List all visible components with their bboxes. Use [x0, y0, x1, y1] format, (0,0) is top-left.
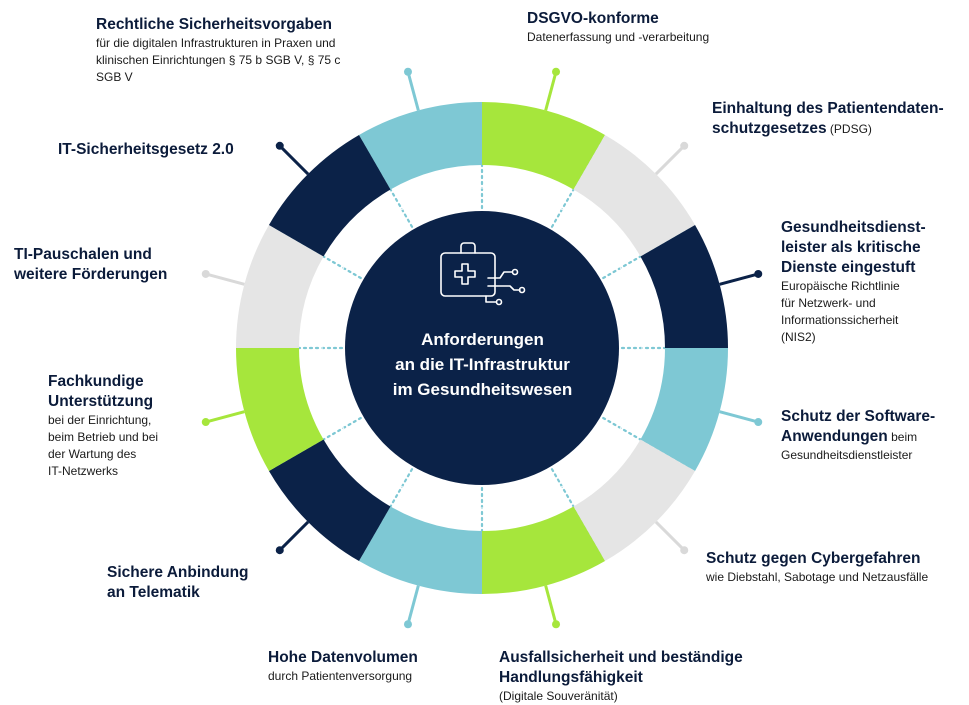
leader-line	[544, 585, 558, 625]
leader-line	[406, 585, 420, 625]
label-sub: (Digitale Souveränität)	[499, 689, 618, 703]
leader-dot	[552, 620, 561, 629]
label-sub: Datenerfassung und -verarbeitung	[527, 30, 710, 44]
label-sub: für Netzwerk- und	[781, 296, 876, 310]
label-sub: der Wartung des	[48, 447, 137, 461]
leader-line	[654, 520, 686, 552]
label-rechtliche-sicherheitsvorgaben: Rechtliche Sicherheitsvorgaben für die d…	[96, 15, 396, 86]
seg-navy-bottom-left	[268, 439, 391, 562]
label-dsgvo: DSGVO-konforme Datenerfassung und -verar…	[527, 9, 787, 46]
leader-line	[719, 410, 759, 424]
leader-line	[205, 272, 245, 286]
leader-line	[719, 272, 759, 286]
inner-gap-ring	[321, 187, 643, 509]
leader-dot	[552, 67, 561, 76]
label-sub: SGB V	[96, 70, 133, 84]
label-title: Gesundheitsdienst-	[781, 219, 926, 236]
center-circle	[345, 211, 619, 485]
label-sub: wie Diebstahl, Sabotage und Netzausfälle	[706, 570, 929, 584]
label-sub: IT-Netzwerks	[48, 464, 119, 478]
label-title: DSGVO-konforme	[527, 10, 659, 27]
label-sub: (NIS2)	[781, 330, 816, 344]
label-title: TI-Pauschalen und	[14, 246, 152, 263]
leader-dot	[201, 418, 210, 427]
label-sub: durch Patientenversorgung	[268, 669, 413, 683]
label-datenvolumen: Hohe Datenvolumen durch Patientenversorg…	[268, 648, 468, 685]
leader-line	[278, 520, 310, 552]
label-title: Anwendungen	[781, 428, 888, 445]
leader-line	[544, 71, 558, 111]
label-pdsg: Einhaltung des Patientendaten- schutzges…	[712, 99, 967, 139]
center-title-line-2: an die IT-Infrastruktur	[395, 355, 570, 374]
label-inline-sub: (PDSG)	[829, 122, 872, 136]
label-sub: klinischen Einrichtungen § 75 b SGB V, §…	[96, 53, 341, 67]
label-title: an Telematik	[107, 584, 200, 601]
label-title: Unterstützung	[48, 393, 154, 410]
label-title: Hohe Datenvolumen	[268, 649, 418, 666]
label-software-schutz: Schutz der Software- Anwendungen beim Ge…	[781, 407, 966, 464]
label-title: Dienste eingestuft	[781, 259, 916, 276]
label-title: Handlungsfähigkeit	[499, 669, 643, 686]
leader-line	[205, 410, 245, 424]
label-title: leister als kritische	[781, 239, 921, 256]
seg-navy-right	[640, 225, 728, 348]
label-inline-sub: beim	[891, 430, 918, 444]
label-ti-pauschalen: TI-Pauschalen und weitere Förderungen	[14, 245, 194, 285]
leader-line	[654, 144, 686, 176]
leader-dot	[275, 546, 284, 555]
medical-case-circuit-icon	[440, 242, 526, 306]
label-title: Ausfallsicherheit und beständige	[499, 649, 743, 666]
seg-lime-bottom	[482, 506, 605, 594]
seg-grey-left	[236, 225, 324, 348]
seg-teal-top-left	[359, 102, 482, 190]
label-cybergefahren: Schutz gegen Cybergefahren wie Diebstahl…	[706, 549, 966, 586]
label-fachkundige-unterstuetzung: Fachkundige Unterstützung bei der Einric…	[48, 372, 198, 480]
seg-grey-bottom-right	[573, 439, 696, 562]
label-sub: Europäische Richtlinie	[781, 279, 900, 293]
label-title: Schutz gegen Cybergefahren	[706, 550, 921, 567]
label-sub: beim Betrieb und bei	[48, 430, 159, 444]
label-title: Fachkundige	[48, 373, 144, 390]
leader-line	[406, 71, 420, 111]
leader-dot	[680, 141, 689, 150]
label-telematik: Sichere Anbindung an Telematik	[107, 563, 287, 603]
label-sub: bei der Einrichtung,	[48, 413, 152, 427]
leader-dot	[403, 620, 412, 629]
leader-line	[278, 144, 310, 176]
label-sub: Informationssicherheit	[781, 313, 899, 327]
segment-ring	[236, 102, 728, 594]
center-title: Anforderungen an die IT-Infrastruktur im…	[355, 327, 610, 402]
seg-teal-bottom	[359, 506, 482, 594]
label-title: Einhaltung des Patientendaten-	[712, 100, 944, 117]
leader-dot	[201, 269, 210, 278]
seg-lime-left-lower	[236, 348, 324, 471]
label-sub: für die digitalen Infrastrukturen in Pra…	[96, 36, 336, 50]
seg-grey-right-upper	[573, 134, 696, 257]
leader-dot	[754, 269, 763, 278]
center-title-line-1: Anforderungen	[421, 330, 544, 349]
label-ausfallsicherheit: Ausfallsicherheit und beständige Handlun…	[499, 648, 779, 705]
leader-lines	[201, 67, 763, 629]
leader-dot	[754, 418, 763, 427]
label-title: Sichere Anbindung	[107, 564, 249, 581]
label-title: Rechtliche Sicherheitsvorgaben	[96, 16, 333, 33]
label-title: weitere Förderungen	[14, 266, 168, 283]
seg-navy-top-left	[268, 134, 391, 257]
leader-dot	[680, 546, 689, 555]
leader-dot	[403, 67, 412, 76]
label-sub: Gesundheitsdienstleister	[781, 448, 913, 462]
label-it-sicherheitsgesetz: IT-Sicherheitsgesetz 2.0	[58, 140, 268, 160]
label-title: schutzgesetzes	[712, 120, 827, 137]
leader-dot	[275, 141, 284, 150]
label-kritische-dienste: Gesundheitsdienst- leister als kritische…	[781, 218, 966, 346]
seg-teal-right-lower	[640, 348, 728, 471]
label-title: IT-Sicherheitsgesetz 2.0	[58, 141, 234, 158]
label-title: Schutz der Software-	[781, 408, 936, 425]
seg-lime-top-right	[482, 102, 605, 190]
center-title-line-3: im Gesundheitswesen	[392, 380, 573, 399]
